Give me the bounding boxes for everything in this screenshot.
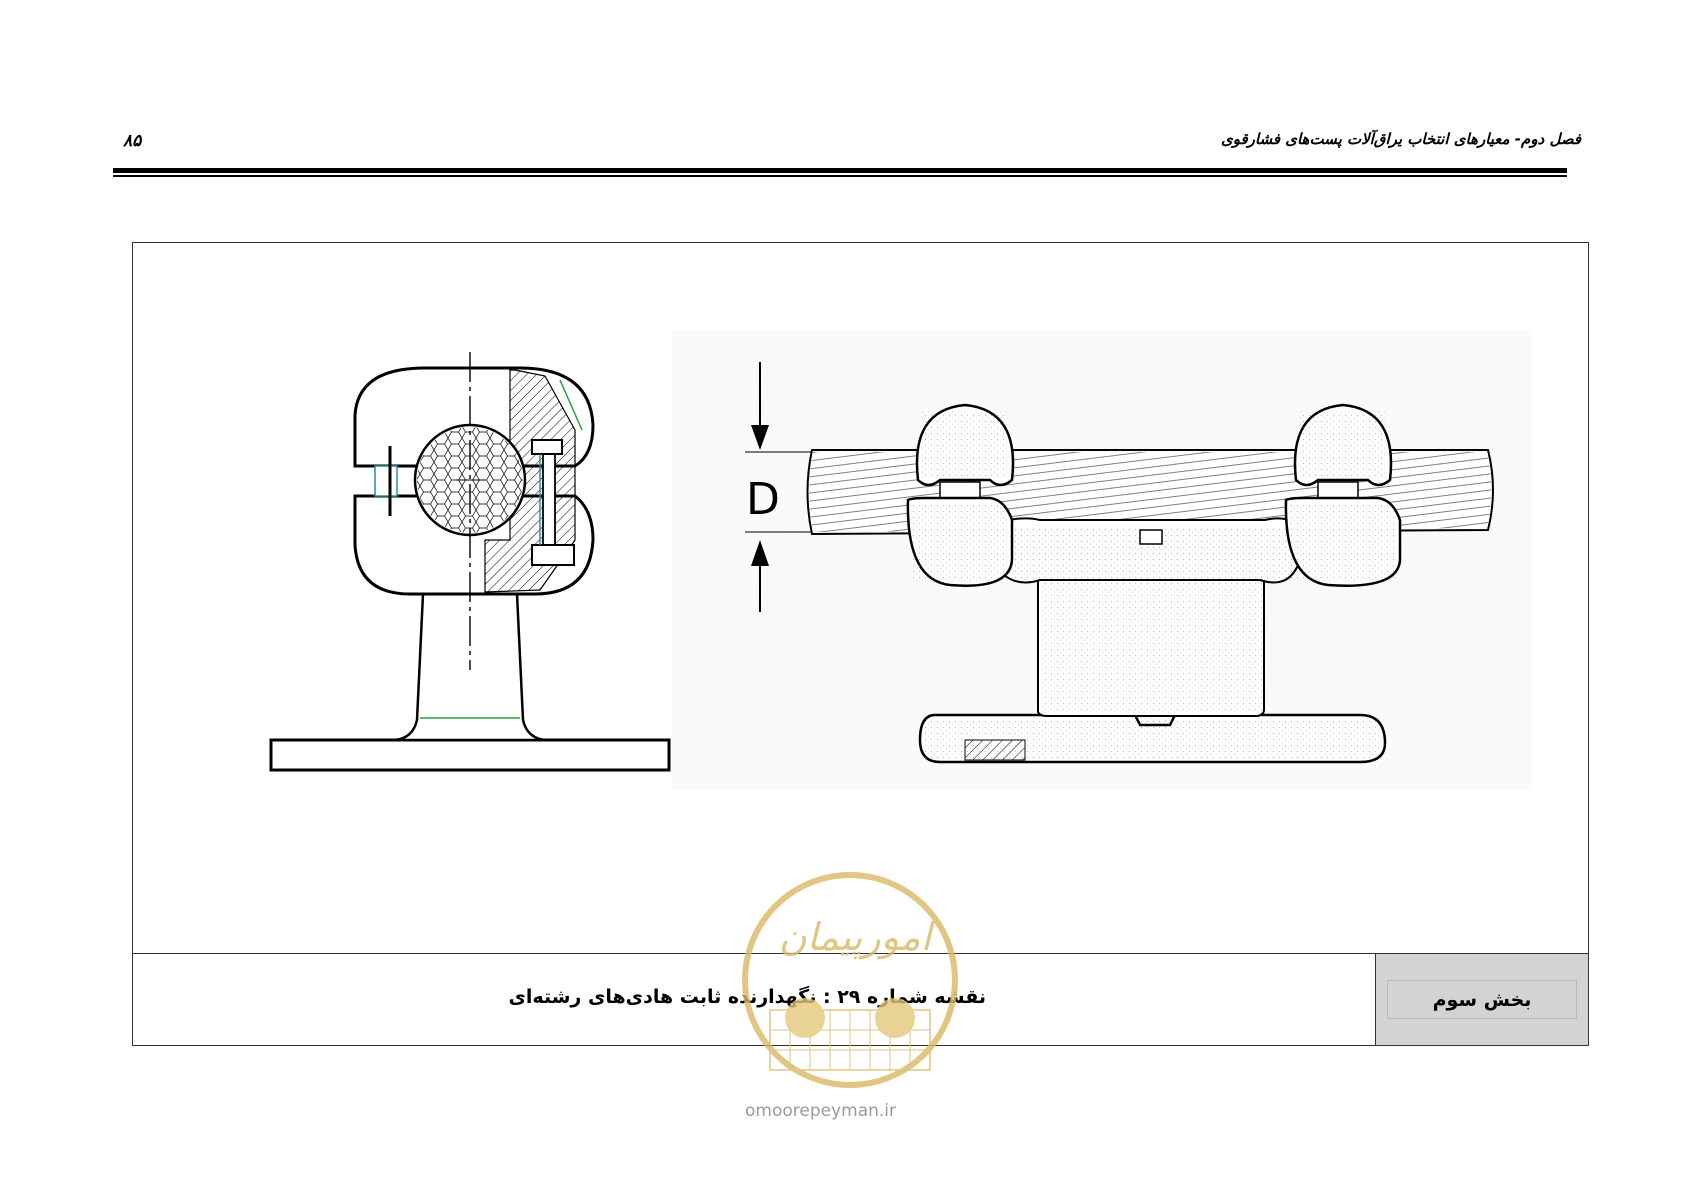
clamp-base-left-stipple <box>912 503 1008 581</box>
bolt-shaft <box>542 451 556 546</box>
bolt-head <box>531 439 563 455</box>
drawing-frame: بخش سوم نقشه شماره ۲۹ : نگهدارنده ثابت ه… <box>132 242 1589 1046</box>
caption-row: بخش سوم نقشه شماره ۲۹ : نگهدارنده ثابت ه… <box>133 953 1588 1045</box>
clamp-green-line <box>559 379 583 431</box>
dimension-arrow-bottom <box>751 540 769 566</box>
page-number: ۸۵ <box>123 131 142 151</box>
clamp-cap-left-stipple <box>922 410 1008 478</box>
watermark-logo-text: امورپیمان <box>779 915 936 960</box>
watermark-gear-left-icon <box>785 998 825 1038</box>
dimension-label: D <box>746 474 780 525</box>
section-view-drawing <box>269 352 671 772</box>
clamp-base-right-stipple <box>1290 503 1396 581</box>
watermark-website: omoorepeyman.ir <box>745 1101 897 1121</box>
watermark-logo: امورپیمان <box>742 872 958 1088</box>
section-label: بخش سوم <box>1387 980 1577 1019</box>
base-plate <box>269 738 671 772</box>
dimension-arrow-top <box>751 425 769 450</box>
support-column-stipple <box>1040 575 1262 713</box>
perspective-view-drawing: D <box>672 330 1532 790</box>
watermark-grid-lines <box>770 1010 930 1070</box>
header-rule-thick <box>113 168 1567 173</box>
watermark-circle <box>742 872 958 1088</box>
clamp-cap-right-stipple <box>1300 410 1386 478</box>
header-rule-thin <box>113 175 1567 177</box>
base-plate-stipple <box>925 718 1380 758</box>
header-title: فصل دوم- معیارهای انتخاب یراق‌آلات پست‌ه… <box>1220 130 1581 148</box>
bolt-nut <box>531 544 575 566</box>
gap-spacer-left <box>374 465 398 497</box>
section-cell: بخش سوم <box>1375 954 1588 1045</box>
watermark-gear-right-icon <box>875 998 915 1038</box>
saddle-notch <box>1139 529 1163 545</box>
